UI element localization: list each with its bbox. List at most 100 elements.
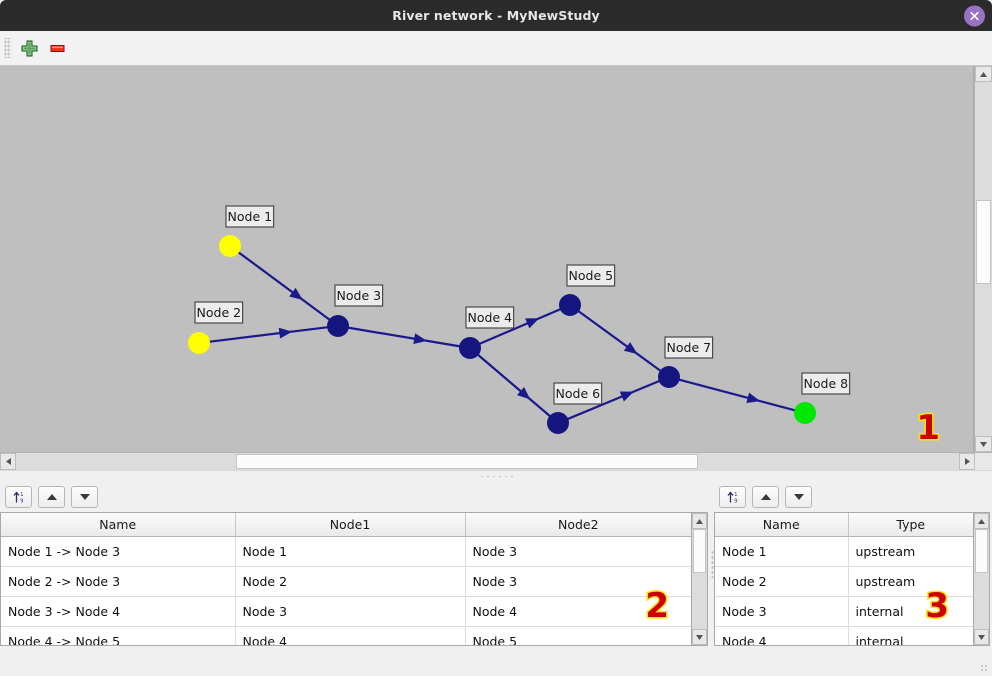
graph-edge[interactable] [566, 379, 661, 421]
reaches-vscroll-track[interactable] [692, 529, 708, 629]
river-network-diagram[interactable]: Node 1 Node 2 Node 3 Node 4 Node 5 Node 6 Node… [0, 66, 974, 452]
cell-name[interactable]: Node 4 [715, 626, 849, 645]
nodes-table-scrollbox[interactable]: Name Type Node 1 upstream Node 2 u [714, 512, 973, 646]
node-label-node-4[interactable]: Node 4 [465, 306, 515, 329]
triangle-down-icon[interactable] [785, 486, 812, 508]
nodes-vscroll-thumb[interactable] [975, 529, 988, 573]
node-label-node-3[interactable]: Node 3 [334, 284, 384, 307]
cell-type[interactable]: upstream [848, 566, 973, 597]
graph-node-node-2[interactable] [188, 332, 210, 354]
nodes-table-header-row: Name Type [715, 513, 973, 537]
canvas-hscroll-thumb[interactable] [236, 454, 698, 469]
reaches-vscroll-thumb[interactable] [693, 529, 707, 573]
node-label-node-8[interactable]: Node 8 [801, 372, 851, 395]
cell-name[interactable]: Node 2 [715, 566, 849, 597]
graph-node-node-3[interactable] [327, 315, 349, 337]
node-label-node-5[interactable]: Node 5 [566, 264, 616, 287]
nodes-table[interactable]: Name Type Node 1 upstream Node 2 u [715, 513, 973, 645]
scroll-up-arrow-icon[interactable] [975, 66, 992, 82]
nodes-vscroll-track[interactable] [974, 529, 989, 629]
cell-name[interactable]: Node 4 -> Node 5 [1, 626, 236, 645]
graph-edge-arrowhead [746, 392, 761, 404]
graph-edge[interactable] [476, 353, 552, 418]
scroll-up-arrow-icon[interactable] [692, 513, 708, 529]
graph-edge[interactable] [678, 378, 796, 412]
horizontal-splitter[interactable] [0, 470, 992, 482]
graph-node-node-6[interactable] [547, 412, 569, 434]
table-row[interactable]: Node 1 upstream [715, 536, 973, 567]
graph-edge[interactable] [577, 309, 662, 373]
table-row[interactable]: Node 1 -> Node 3 Node 1 Node 3 [1, 536, 692, 567]
svg-text:Node 4: Node 4 [468, 310, 513, 325]
graph-edge[interactable] [347, 326, 461, 348]
sort-az-icon[interactable]: 1 9 [719, 486, 746, 508]
node-label-node-2[interactable]: Node 2 [194, 301, 244, 324]
column-header-node2[interactable]: Node2 [465, 513, 692, 537]
graph-edge[interactable] [478, 307, 562, 346]
cell-name[interactable]: Node 3 -> Node 4 [1, 596, 236, 627]
column-header-name[interactable]: Name [715, 513, 849, 537]
vertical-splitter[interactable] [710, 482, 714, 646]
cell-name[interactable]: Node 1 [715, 536, 849, 567]
scroll-right-arrow-icon[interactable] [959, 453, 975, 470]
cell-name[interactable]: Node 2 -> Node 3 [1, 566, 236, 597]
graph-node-node-4[interactable] [459, 337, 481, 359]
cell-node2[interactable]: Node 3 [465, 536, 692, 567]
cell-node2[interactable]: Node 5 [465, 626, 692, 645]
graph-node-node-7[interactable] [658, 366, 680, 388]
cell-name[interactable]: Node 3 [715, 596, 849, 627]
graph-node-node-1[interactable] [219, 235, 241, 257]
node-label-node-6[interactable]: Node 6 [553, 382, 603, 405]
triangle-up-icon[interactable] [752, 486, 779, 508]
reaches-table-scrollbox[interactable]: Name Node1 Node2 Node 1 -> Node 3 Node 1… [0, 512, 692, 646]
svg-text:Node 5: Node 5 [569, 268, 614, 283]
scroll-left-arrow-icon[interactable] [0, 453, 16, 470]
column-header-node1[interactable]: Node1 [235, 513, 466, 537]
cell-type[interactable]: internal [848, 626, 973, 645]
cell-node2[interactable]: Node 3 [465, 566, 692, 597]
canvas-vscroll-thumb[interactable] [976, 200, 991, 284]
sort-az-icon[interactable]: 1 9 [5, 486, 32, 508]
scroll-down-arrow-icon[interactable] [974, 629, 989, 645]
column-header-name[interactable]: Name [1, 513, 236, 537]
graph-node-node-5[interactable] [559, 294, 581, 316]
graph-node-node-8[interactable] [794, 402, 816, 424]
triangle-up-icon[interactable] [38, 486, 65, 508]
close-icon[interactable] [964, 5, 985, 26]
scroll-down-arrow-icon[interactable] [975, 436, 992, 452]
cell-node2[interactable]: Node 4 [465, 596, 692, 627]
table-row[interactable]: Node 3 internal [715, 596, 973, 627]
reaches-table[interactable]: Name Node1 Node2 Node 1 -> Node 3 Node 1… [1, 513, 692, 645]
triangle-down-icon[interactable] [71, 486, 98, 508]
cell-node1[interactable]: Node 3 [235, 596, 466, 627]
node-label-node-1[interactable]: Node 1 [225, 205, 275, 228]
table-row[interactable]: Node 3 -> Node 4 Node 3 Node 4 [1, 596, 692, 627]
cell-node1[interactable]: Node 4 [235, 626, 466, 645]
canvas-vscroll-track[interactable] [975, 82, 992, 436]
graph-edge[interactable] [237, 251, 331, 321]
canvas-hscroll-track[interactable] [16, 453, 959, 470]
nodes-vertical-scrollbar[interactable] [973, 512, 990, 646]
cell-node1[interactable]: Node 1 [235, 536, 466, 567]
cell-type[interactable]: internal [848, 596, 973, 627]
table-row[interactable]: Node 4 -> Node 5 Node 4 Node 5 [1, 626, 692, 645]
delete-minus-icon[interactable] [43, 35, 71, 61]
resize-grip-icon[interactable] [980, 664, 989, 673]
scroll-down-arrow-icon[interactable] [692, 629, 708, 645]
cell-name[interactable]: Node 1 -> Node 3 [1, 536, 236, 567]
graph-edge[interactable] [208, 326, 329, 343]
reaches-vertical-scrollbar[interactable] [691, 512, 709, 646]
toolbar-drag-handle[interactable] [4, 38, 11, 58]
column-header-type[interactable]: Type [848, 513, 973, 537]
scroll-up-arrow-icon[interactable] [974, 513, 989, 529]
cell-type[interactable]: upstream [848, 536, 973, 567]
table-row[interactable]: Node 4 internal [715, 626, 973, 645]
add-plus-icon[interactable] [15, 35, 43, 61]
table-row[interactable]: Node 2 -> Node 3 Node 2 Node 3 [1, 566, 692, 597]
cell-node1[interactable]: Node 2 [235, 566, 466, 597]
table-row[interactable]: Node 2 upstream [715, 566, 973, 597]
node-label-node-7[interactable]: Node 7 [664, 336, 714, 359]
graph-edge-arrowhead [525, 318, 540, 329]
canvas-vertical-scrollbar[interactable] [974, 66, 992, 452]
canvas-horizontal-scrollbar[interactable] [0, 452, 992, 470]
